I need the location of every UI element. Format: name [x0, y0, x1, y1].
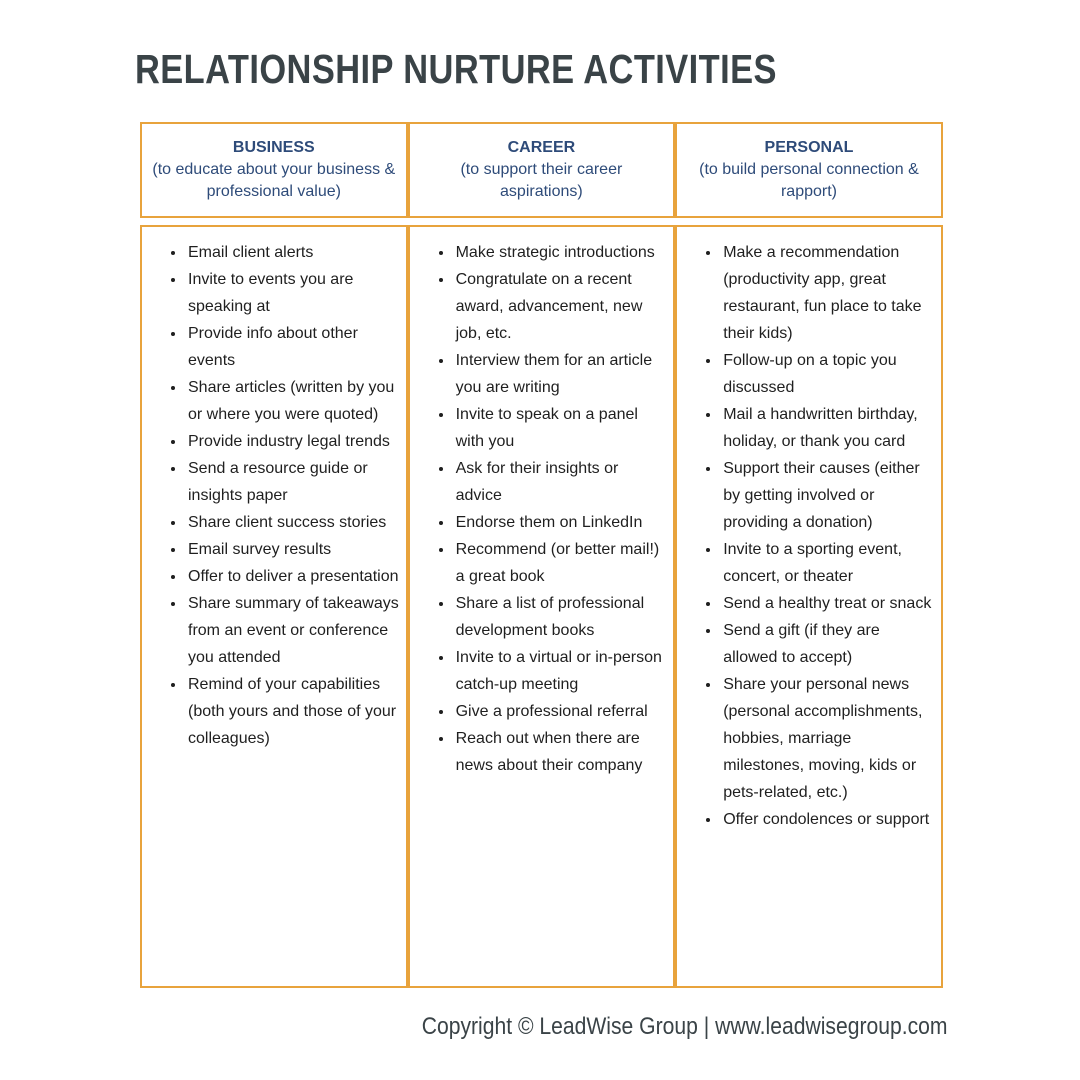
category-subtitle: (to build personal connection & rapport) — [699, 161, 919, 200]
activity-list: Make strategic introductionsCongratulate… — [410, 239, 668, 779]
activity-item: Invite to a virtual or in-person catch-u… — [454, 644, 668, 698]
activity-item: Support their causes (either by getting … — [721, 455, 935, 536]
activity-item: Interview them for an article you are wr… — [454, 347, 668, 401]
activity-list: Email client alertsInvite to events you … — [142, 239, 400, 752]
activity-item: Make a recommendation (productivity app,… — [721, 239, 935, 347]
activity-item: Ask for their insights or advice — [454, 455, 668, 509]
activity-item: Share your personal news (personal accom… — [721, 671, 935, 806]
activity-item: Provide industry legal trends — [186, 428, 400, 455]
activity-item: Offer condolences or support — [721, 806, 935, 833]
category-column: PERSONAL (to build personal connection &… — [675, 122, 943, 988]
activity-item: Give a professional referral — [454, 698, 668, 725]
category-body: Make a recommendation (productivity app,… — [675, 225, 943, 988]
category-column: BUSINESS (to educate about your business… — [140, 122, 408, 988]
activity-item: Send a resource guide or insights paper — [186, 455, 400, 509]
activity-item: Provide info about other events — [186, 320, 400, 374]
activity-item: Follow-up on a topic you discussed — [721, 347, 935, 401]
category-body: Make strategic introductionsCongratulate… — [407, 225, 676, 988]
category-column: CAREER (to support their career aspirati… — [407, 122, 676, 988]
activity-item: Offer to deliver a presentation — [186, 563, 400, 590]
activity-item: Mail a handwritten birthday, holiday, or… — [721, 401, 935, 455]
nurture-activities-table: BUSINESS (to educate about your business… — [140, 122, 943, 988]
category-header: CAREER (to support their career aspirati… — [407, 122, 676, 218]
category-subtitle: (to support their career aspirations) — [460, 161, 623, 200]
category-header: BUSINESS (to educate about your business… — [140, 122, 408, 218]
activity-item: Reach out when there are news about thei… — [454, 725, 668, 779]
activity-item: Invite to a sporting event, concert, or … — [721, 536, 935, 590]
activity-item: Recommend (or better mail!) a great book — [454, 536, 668, 590]
activity-item: Send a gift (if they are allowed to acce… — [721, 617, 935, 671]
activity-item: Share client success stories — [186, 509, 400, 536]
activity-list: Make a recommendation (productivity app,… — [677, 239, 935, 833]
category-body: Email client alertsInvite to events you … — [140, 225, 408, 988]
activity-item: Make strategic introductions — [454, 239, 668, 266]
category-header: PERSONAL (to build personal connection &… — [675, 122, 943, 218]
activity-item: Invite to events you are speaking at — [186, 266, 400, 320]
category-name: CAREER — [507, 139, 576, 156]
activity-item: Email survey results — [186, 536, 400, 563]
page-title: RELATIONSHIP NURTURE ACTIVITIES — [135, 46, 777, 92]
activity-item: Remind of your capabilities (both yours … — [186, 671, 400, 752]
activity-item: Share articles (written by you or where … — [186, 374, 400, 428]
activity-item: Invite to speak on a panel with you — [454, 401, 668, 455]
activity-item: Send a healthy treat or snack — [721, 590, 935, 617]
activity-item: Endorse them on LinkedIn — [454, 509, 668, 536]
category-name: BUSINESS — [232, 139, 315, 156]
category-subtitle: (to educate about your business & profes… — [152, 161, 396, 200]
activity-item: Email client alerts — [186, 239, 400, 266]
activity-item: Congratulate on a recent award, advancem… — [454, 266, 668, 347]
activity-item: Share summary of takeaways from an event… — [186, 590, 400, 671]
copyright-footer: Copyright © LeadWise Group | www.leadwis… — [422, 1013, 948, 1040]
category-name: PERSONAL — [764, 139, 854, 156]
activity-item: Share a list of professional development… — [454, 590, 668, 644]
